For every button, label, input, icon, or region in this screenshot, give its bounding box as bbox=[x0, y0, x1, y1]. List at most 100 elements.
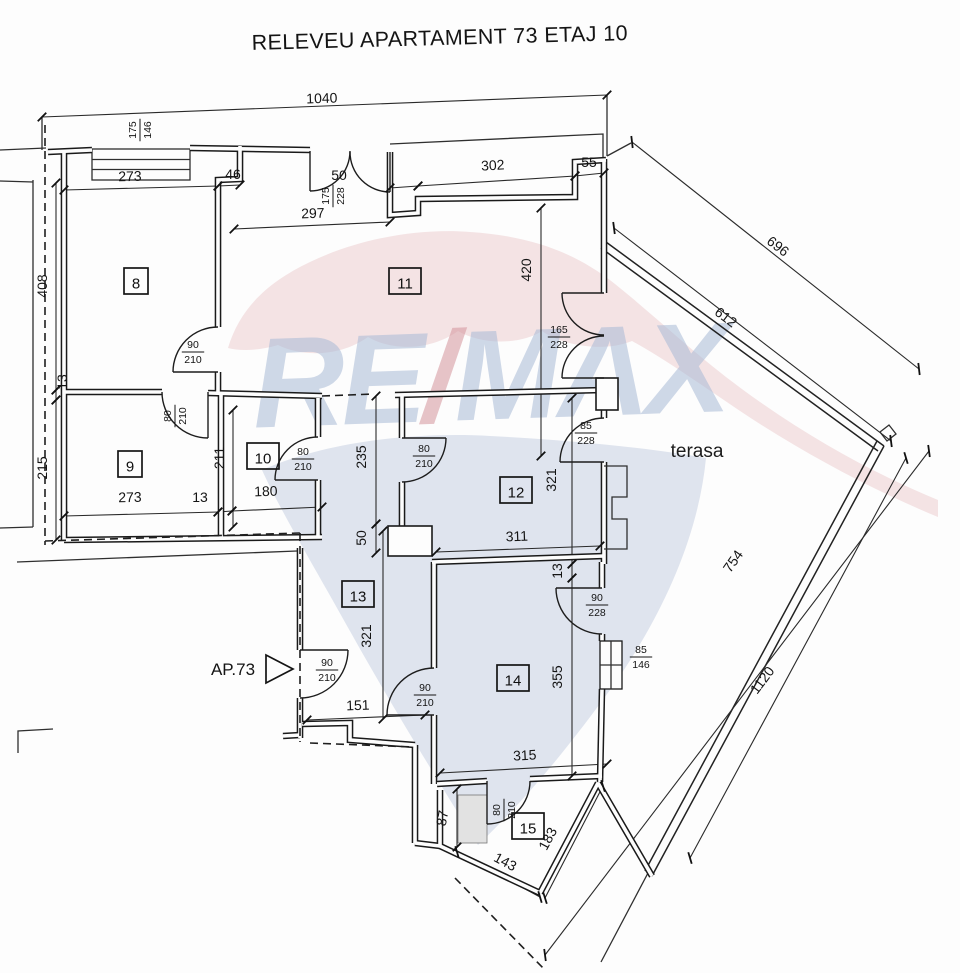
door-swing-arcs bbox=[161, 150, 605, 825]
svg-text:228: 228 bbox=[550, 339, 568, 351]
svg-text:165: 165 bbox=[550, 324, 568, 336]
dim-tick bbox=[687, 851, 693, 865]
dim-label: 311 bbox=[505, 528, 528, 545]
svg-text:14: 14 bbox=[505, 673, 522, 690]
dim-tick bbox=[600, 780, 606, 792]
dim-label: 235 bbox=[353, 445, 369, 469]
remax-watermark-text: RE/MAX bbox=[250, 296, 739, 456]
svg-text:8: 8 bbox=[132, 276, 140, 293]
dim-tick bbox=[536, 451, 546, 461]
svg-text:13: 13 bbox=[350, 589, 367, 606]
dim-label: 302 bbox=[481, 156, 505, 173]
dim-label: 55 bbox=[581, 154, 597, 170]
dim-tick bbox=[228, 522, 238, 532]
dim-tick bbox=[59, 185, 69, 195]
svg-text:15: 15 bbox=[520, 821, 537, 838]
dim-tick bbox=[51, 395, 61, 405]
dim-label: 13 bbox=[549, 563, 565, 579]
svg-text:146: 146 bbox=[632, 659, 650, 671]
dim-label: 315 bbox=[513, 746, 537, 763]
svg-text:210: 210 bbox=[177, 407, 189, 425]
svg-text:85: 85 bbox=[580, 420, 592, 432]
svg-text:80: 80 bbox=[491, 804, 503, 816]
shaft-shading bbox=[457, 794, 488, 844]
svg-text:12: 12 bbox=[508, 485, 525, 502]
svg-text:210: 210 bbox=[318, 672, 336, 684]
dim-tick bbox=[452, 784, 462, 794]
dim-tick bbox=[570, 171, 580, 181]
dim-tick bbox=[602, 90, 612, 100]
dim-label: 13 bbox=[54, 374, 70, 390]
svg-text:228: 228 bbox=[588, 607, 606, 619]
dim-tick bbox=[452, 842, 462, 852]
dim-label: 408 bbox=[34, 274, 50, 298]
dimension-lines bbox=[41, 94, 930, 956]
dim-tick bbox=[536, 203, 546, 213]
svg-text:90: 90 bbox=[419, 682, 431, 694]
dashed-boundary-lines bbox=[44, 125, 546, 971]
dim-tick bbox=[454, 845, 460, 859]
balloon-body-shape bbox=[262, 435, 706, 845]
chimney-zigzag bbox=[604, 465, 628, 550]
dim-tick bbox=[59, 511, 69, 521]
dim-tick bbox=[537, 890, 543, 904]
dim-label: 696 bbox=[764, 233, 792, 260]
dim-tick bbox=[903, 451, 909, 465]
dim-tick bbox=[435, 768, 445, 778]
room-label-15: 15 bbox=[511, 812, 545, 840]
dim-tick bbox=[371, 519, 381, 529]
dim-label: 215 bbox=[34, 456, 50, 480]
svg-text:210: 210 bbox=[294, 461, 312, 473]
room-label-12: 12 bbox=[499, 476, 533, 504]
dim-tick bbox=[567, 573, 577, 583]
dim-tick bbox=[378, 526, 388, 536]
dim-tick bbox=[543, 948, 547, 962]
dim-label: 1040 bbox=[306, 89, 338, 106]
wall-piers bbox=[387, 377, 628, 690]
dim-tick bbox=[542, 892, 548, 904]
svg-text:228: 228 bbox=[577, 435, 595, 447]
room-label-8: 8 bbox=[123, 267, 149, 295]
dim-tick bbox=[630, 135, 634, 149]
room-label-9: 9 bbox=[117, 450, 143, 478]
dim-tick bbox=[385, 217, 395, 227]
terrace-label: terasa bbox=[671, 441, 724, 462]
dim-tick bbox=[599, 168, 609, 178]
window-details bbox=[91, 148, 191, 181]
terrace-railing bbox=[600, 241, 897, 877]
railing-corner-post bbox=[879, 424, 897, 442]
dim-tick bbox=[235, 180, 245, 190]
dim-tick bbox=[229, 224, 239, 234]
dim-tick bbox=[371, 548, 381, 558]
svg-text:10: 10 bbox=[255, 451, 272, 468]
dim-label: 297 bbox=[301, 205, 325, 222]
room-label-14: 14 bbox=[496, 664, 530, 692]
dim-label: 151 bbox=[346, 697, 370, 714]
svg-text:210: 210 bbox=[506, 801, 518, 819]
dim-tick bbox=[927, 444, 931, 458]
dim-tick bbox=[371, 391, 381, 401]
svg-text:228: 228 bbox=[335, 187, 347, 205]
svg-text:210: 210 bbox=[184, 354, 202, 366]
dim-label: 1120 bbox=[747, 663, 778, 697]
dim-label: 180 bbox=[254, 483, 278, 500]
room-label-11: 11 bbox=[388, 267, 422, 295]
svg-text:175: 175 bbox=[127, 121, 139, 139]
watermark-max: MAX bbox=[451, 296, 739, 449]
dim-label: 50 bbox=[353, 530, 369, 546]
dim-tick bbox=[385, 183, 395, 193]
dim-tick bbox=[228, 405, 238, 415]
